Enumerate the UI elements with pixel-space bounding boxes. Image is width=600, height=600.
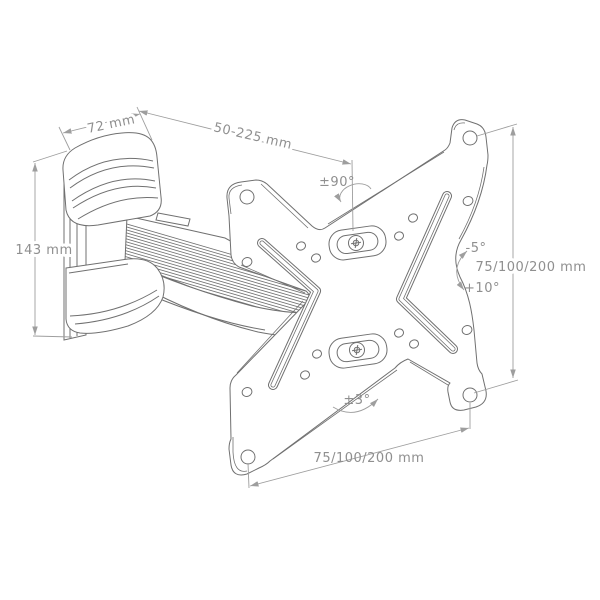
- label-vesa-vertical: 75/100/200 mm: [476, 260, 587, 275]
- label-tilt-down: +10°: [464, 281, 500, 296]
- vesa-plate: [226, 119, 489, 476]
- rotation-angle-annotation: [332, 398, 379, 413]
- chevron-slot-right: [396, 191, 458, 354]
- label-swivel-angle: ±90°: [319, 175, 355, 190]
- plate-edge-thickness-lines: [228, 122, 485, 472]
- label-rotation-angle: ±3°: [343, 393, 370, 408]
- lower-center-slot: [328, 333, 388, 369]
- dimension-annotations: [32, 106, 519, 489]
- dimension-vesa-horizontal: [247, 403, 471, 489]
- arm-top-tab: [155, 212, 191, 227]
- vesa-plate-outline: [226, 119, 489, 476]
- lower-slot-screw: [349, 342, 365, 358]
- label-extension-range: 50-225 mm: [212, 120, 293, 153]
- swivel-axis-annotation: [334, 159, 372, 232]
- label-height-143mm: 143 mm: [15, 243, 72, 258]
- vesa-pattern-holes: [295, 213, 420, 380]
- wall-bracket-upper-cover: [62, 132, 162, 227]
- upper-center-slot: [328, 225, 387, 261]
- dimension-extension-50-225mm: [138, 110, 352, 165]
- upper-slot-screw: [348, 235, 364, 251]
- wall-bracket-lower-cover: [65, 258, 165, 334]
- chevron-slot-left: [257, 238, 321, 390]
- label-tilt-up: -5°: [466, 241, 487, 256]
- dimension-height-143mm: [32, 150, 73, 338]
- dimension-vesa-vertical: [473, 123, 519, 394]
- edge-mounting-holes: [241, 196, 474, 397]
- label-vesa-horizontal: 75/100/200 mm: [314, 451, 425, 466]
- tilt-angle-annotation: [456, 250, 468, 291]
- dimension-labels: 72 mm 50-225 mm 143 mm ±90° -5° +10° 75/…: [12, 109, 589, 466]
